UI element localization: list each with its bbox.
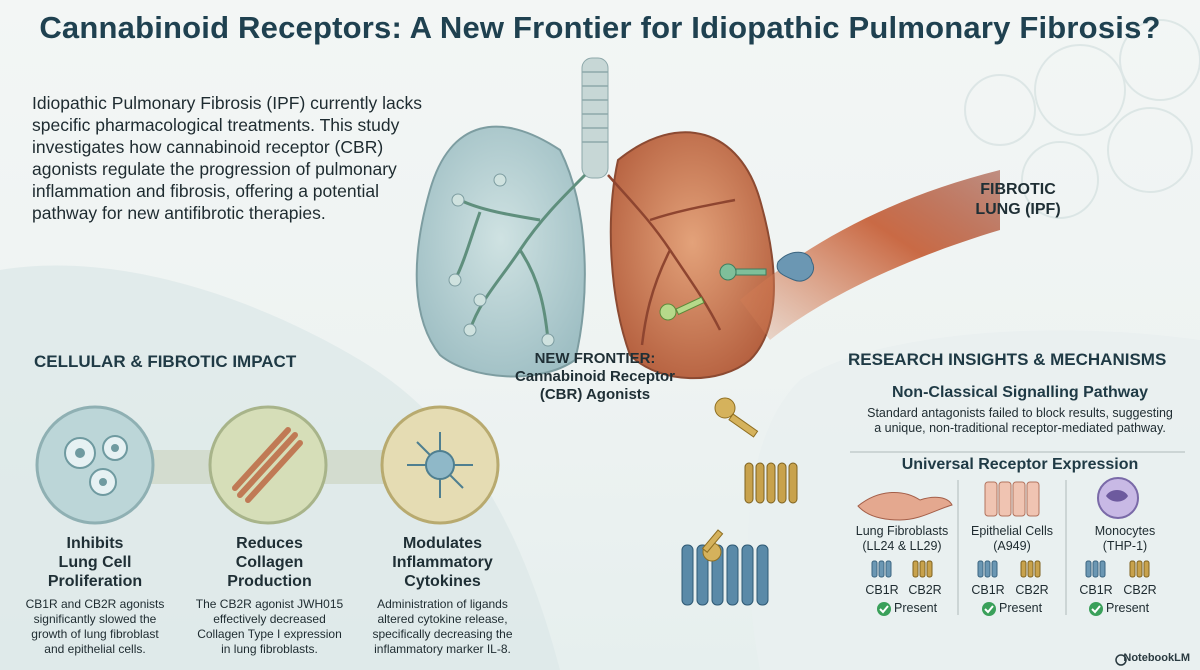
intro-text: Idiopathic Pulmonary Fibrosis (IPF) curr… xyxy=(32,93,422,223)
cell-type-label: Lung Fibroblasts(LL24 & LL29) xyxy=(855,524,949,553)
bg-blob-right xyxy=(748,330,1200,670)
proliferation-icon xyxy=(35,405,155,525)
blue-receptor-icon xyxy=(681,544,769,606)
receptor-label: CB1R xyxy=(1079,583,1113,597)
healthy-lung-icon xyxy=(415,125,587,378)
receptor-icon xyxy=(776,251,814,282)
fibrotic-lung-icon xyxy=(607,131,775,380)
notebooklm-logo-icon xyxy=(1115,654,1127,666)
cell-texture xyxy=(964,19,1200,219)
fibroblast-icon xyxy=(857,491,953,521)
status-present: Present xyxy=(1106,601,1150,615)
fibrotic-line: LUNG (IPF) xyxy=(975,201,1061,218)
fibrotic-fibers-icon xyxy=(740,170,1000,340)
research-heading: RESEARCH INSIGHTS & MECHANISMS xyxy=(848,350,1167,369)
cytokine-icon xyxy=(380,405,500,525)
frontier-line: (CBR) Agonists xyxy=(539,386,651,403)
mini-receptors xyxy=(871,560,1150,578)
epithelial-icon xyxy=(984,481,1040,517)
frontier-line: Cannabinoid Receptor xyxy=(514,368,675,385)
brand-label: NotebookLM xyxy=(1123,652,1190,664)
frontier-line: NEW FRONTIER: xyxy=(534,350,656,367)
page-title: Cannabinoid Receptors: A New Frontier fo… xyxy=(39,10,1161,45)
receptor-label: CB2R xyxy=(1123,583,1157,597)
status-present: Present xyxy=(894,601,938,615)
status-present: Present xyxy=(999,601,1043,615)
expression-title: Universal Receptor Expression xyxy=(901,456,1139,473)
receptor-label: CB2R xyxy=(1015,583,1049,597)
gold-receptor-icon xyxy=(744,462,798,504)
frontier-label: NEW FRONTIER: Cannabinoid Receptor (CBR)… xyxy=(500,350,690,404)
pathway-body: Standard antagonists failed to block res… xyxy=(867,406,1173,435)
trachea-icon xyxy=(581,57,609,179)
gold-key-icon xyxy=(714,397,759,438)
fibrotic-lung-label: FIBROTIC LUNG (IPF) xyxy=(958,180,1078,220)
cellular-impact-heading: CELLULAR & FIBROTIC IMPACT xyxy=(34,352,297,371)
check-icon xyxy=(877,602,1103,616)
key-icon xyxy=(659,263,767,321)
receptor-label: CB2R xyxy=(908,583,942,597)
gold-key-bound-icon xyxy=(701,529,724,562)
receptor-label: CB1R xyxy=(865,583,899,597)
monocyte-icon xyxy=(1097,477,1139,519)
pathway-title: Non-Classical Signalling Pathway xyxy=(891,384,1149,401)
fibrotic-line: FIBROTIC xyxy=(980,181,1056,198)
cell-type-label: Monocytes(THP-1) xyxy=(1094,524,1156,553)
collagen-icon xyxy=(208,405,328,525)
cell-type-label: Epithelial Cells(A949) xyxy=(971,524,1053,553)
receptor-label: CB1R xyxy=(971,583,1005,597)
